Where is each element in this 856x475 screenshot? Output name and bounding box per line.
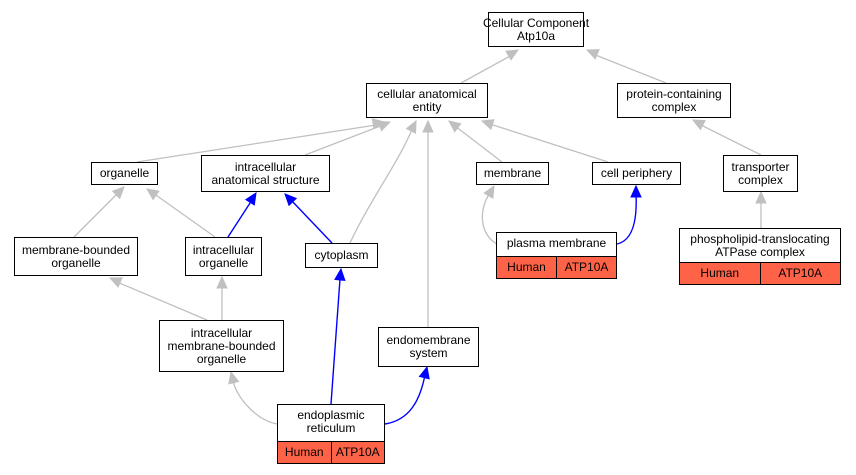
edge-endomembrane-cae-arrowhead	[422, 119, 434, 133]
node-label-line: intracellular	[192, 242, 255, 257]
edge-er-imbo	[232, 379, 278, 425]
edge-transporter-pcc	[698, 123, 762, 156]
edge-er-imbo-arrowhead	[228, 370, 240, 385]
node-label-line: ATPase complex	[715, 245, 805, 259]
gene-cell[interactable]: ATP10A	[759, 263, 840, 284]
edge-imbo-mbo-arrowhead	[108, 277, 123, 288]
node-label-line: complex	[738, 172, 783, 187]
edge-cytoplasm-cae-arrowhead	[405, 119, 417, 134]
node-label-line: cell periphery	[600, 166, 673, 180]
edge-io-ias-arrowhead	[244, 191, 257, 206]
node-label-line: phospholipid-translocating	[690, 232, 830, 246]
node-label-line: membrane-bounded	[167, 338, 276, 353]
edge-ptac-transporter-arrowhead	[755, 190, 767, 204]
edge-ias-cae-arrowhead	[377, 120, 392, 132]
gene-cell[interactable]: ATP10A	[556, 257, 616, 278]
edge-pm-membrane-arrowhead	[483, 184, 495, 199]
node-label-line: membrane	[483, 166, 542, 180]
edge-mbo-organelle-arrowhead	[111, 186, 125, 200]
node-label-line: Atp10a	[516, 28, 556, 43]
gene-cell[interactable]: ATP10A	[330, 442, 384, 463]
annotation-row: Human ATP10A	[277, 441, 385, 464]
edge-transporter-pcc-arrowhead	[691, 119, 706, 131]
node-label-line: cytoplasm	[314, 248, 369, 262]
node-label-line: organelle	[198, 255, 249, 270]
edge-er-cytoplasm	[330, 278, 341, 405]
edge-imbo-mbo	[116, 281, 208, 321]
node-label-line: entity	[412, 99, 442, 114]
node-label-line: protein-containing	[626, 86, 722, 101]
edge-er-cytoplasm-arrowhead	[334, 267, 346, 282]
edge-pcc-root-arrowhead	[585, 49, 600, 60]
node-phospholipid-translocating-atpase-complex[interactable]: phospholipid-translocating ATPase comple…	[679, 228, 841, 285]
edge-ias-cae	[304, 124, 384, 156]
node-intracellular-organelle[interactable]: intracellular organelle	[185, 237, 262, 276]
edge-io-organelle-arrowhead	[146, 188, 160, 201]
node-transporter-complex[interactable]: transporter complex	[723, 155, 798, 192]
node-intracellular-anatomical-structure[interactable]: intracellular anatomical structure	[201, 155, 330, 192]
node-cytoplasm[interactable]: cytoplasm	[305, 243, 378, 268]
node-cellular-anatomical-entity[interactable]: cellular anatomical entity	[366, 83, 488, 118]
species-cell: Human	[680, 263, 760, 284]
edge-cae-root	[460, 54, 513, 84]
node-organelle[interactable]: organelle	[91, 162, 158, 185]
node-label-line: endoplasmic	[297, 408, 365, 422]
node-label-line: intracellular	[190, 325, 253, 340]
node-label-line: organelle	[196, 351, 247, 366]
node-membrane[interactable]: membrane	[476, 162, 549, 185]
edge-pm-periphery	[616, 193, 637, 245]
node-protein-containing-complex[interactable]: protein-containing complex	[617, 83, 731, 118]
node-label-line: complex	[651, 99, 697, 114]
species-cell: Human	[278, 442, 331, 463]
node-label-line: endomembrane	[386, 333, 471, 347]
edge-er-endomembrane	[384, 374, 426, 425]
node-label-line: anatomical structure	[211, 172, 320, 187]
node-label-line: transporter	[731, 159, 790, 174]
node-endomembrane-system[interactable]: endomembrane system	[378, 327, 479, 367]
edge-periphery-cae	[489, 123, 609, 163]
node-membrane-bounded-organelle[interactable]: membrane-bounded organelle	[14, 237, 138, 276]
edge-periphery-cae-arrowhead	[480, 119, 495, 131]
edge-mbo-organelle	[73, 192, 119, 238]
node-label-line: organelle	[99, 166, 150, 180]
edge-io-ias	[227, 199, 253, 238]
node-label-line: Cellular Component	[482, 15, 590, 30]
edge-pm-periphery-arrowhead	[630, 184, 642, 198]
node-label-line: membrane-bounded	[21, 242, 131, 257]
edge-imbo-io-arrowhead	[216, 275, 228, 289]
edge-organelle-cae	[136, 124, 377, 163]
node-endoplasmic-reticulum[interactable]: endoplasmic reticulum Human ATP10A	[277, 404, 385, 464]
node-label-line: plasma membrane	[506, 236, 607, 250]
node-label-line: reticulum	[306, 421, 356, 435]
node-cellular-component[interactable]: Cellular Component Atp10a	[483, 12, 589, 47]
edge-cytoplasm-ias	[290, 199, 333, 244]
annotation-row: Human ATP10A	[496, 256, 617, 279]
edge-membrane-cae-arrowhead	[448, 120, 462, 133]
node-label-line: cellular anatomical	[377, 86, 477, 101]
species-cell: Human	[497, 257, 556, 278]
edge-cae-root-arrowhead	[505, 49, 520, 61]
node-label-line: intracellular	[234, 159, 297, 174]
edge-cytoplasm-ias-arrowhead	[284, 193, 298, 207]
edge-io-organelle	[152, 192, 216, 238]
edge-cytoplasm-cae	[349, 126, 414, 244]
edge-pcc-root	[592, 53, 667, 84]
edge-pm-membrane	[481, 192, 498, 245]
edge-membrane-cae	[454, 125, 503, 163]
node-cell-periphery[interactable]: cell periphery	[592, 162, 681, 185]
edge-er-endomembrane-arrowhead	[418, 365, 430, 380]
node-label-line: organelle	[51, 255, 101, 270]
node-plasma-membrane[interactable]: plasma membrane Human ATP10A	[496, 232, 617, 279]
annotation-row: Human ATP10A	[679, 262, 841, 285]
node-label-line: system	[409, 346, 448, 360]
node-intracellular-membrane-bounded-organelle[interactable]: intracellular membrane-bounded organelle	[159, 320, 284, 372]
